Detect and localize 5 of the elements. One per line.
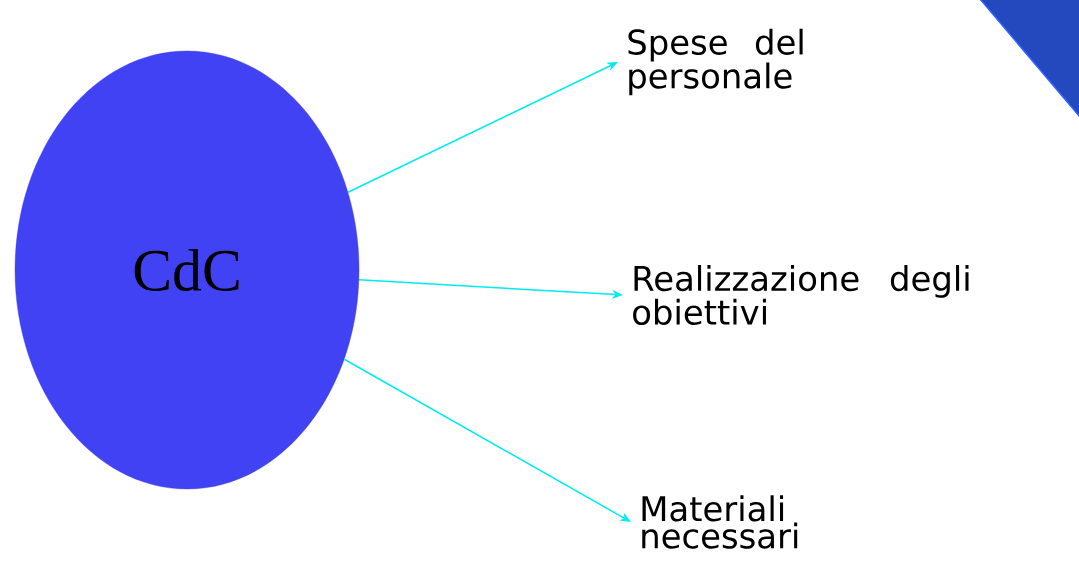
node-label: Materiali necessari	[642, 495, 798, 549]
node-label: Spese del personale	[628, 28, 803, 96]
node-label: Realizzazione degli obiettivi	[633, 265, 969, 325]
arrow	[343, 358, 631, 522]
ellipse-node: CdC	[14, 50, 360, 490]
